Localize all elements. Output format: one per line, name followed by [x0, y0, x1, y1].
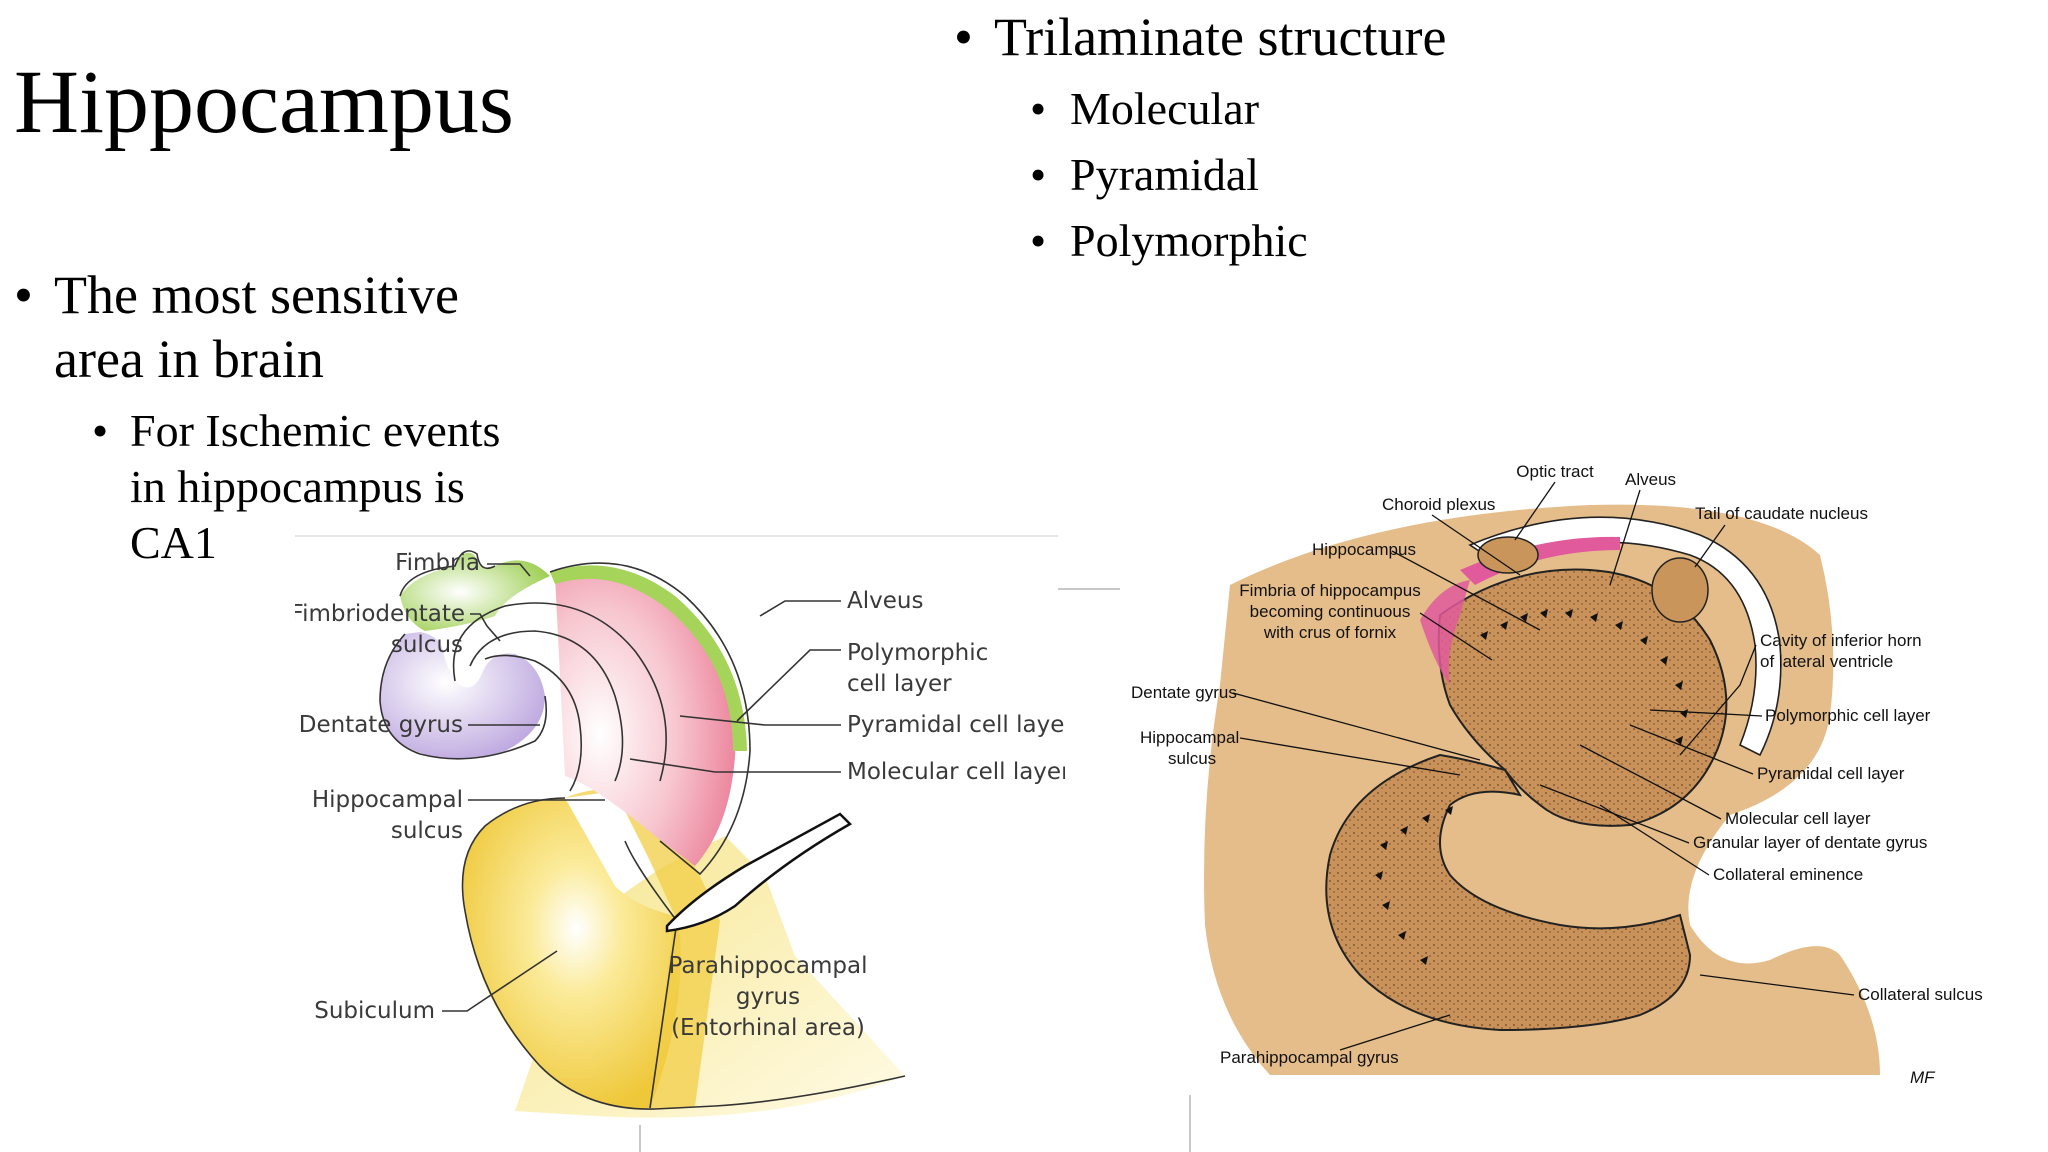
label-tail-caudate: Tail of caudate nucleus — [1695, 504, 1868, 523]
label-cavity-1: Cavity of inferior horn — [1760, 631, 1922, 650]
subiculum-fill — [565, 789, 720, 1110]
fimbria-band — [1420, 580, 1470, 685]
label-hippocampal-sulcus-2: sulcus — [1168, 749, 1216, 768]
subiculum-region — [463, 798, 681, 1109]
label-fimbria-1: Fimbria of hippocampus — [1239, 581, 1420, 600]
sulcus-cleft — [665, 812, 853, 933]
label-granular: Granular layer of dentate gyrus — [1693, 833, 1927, 852]
label-collateral-eminence: Collateral eminence — [1713, 865, 1863, 884]
bullet-glyph: • — [1030, 215, 1047, 266]
label-fimbriodentate-1: Fimbriodentate — [295, 601, 465, 627]
label-choroid-plexus: Choroid plexus — [1382, 495, 1495, 514]
label-alveus: Alveus — [847, 588, 923, 614]
label-parahippocampal-2: gyrus — [736, 984, 800, 1010]
label-fimbria: Fimbria — [395, 550, 480, 576]
bullet-pyramidal: Pyramidal — [1070, 149, 1260, 200]
label-collateral-sulcus: Collateral sulcus — [1858, 985, 1983, 1004]
bullet-sensitive-line2: area in brain — [54, 329, 324, 389]
label-parahippocampal: Parahippocampal gyrus — [1220, 1048, 1399, 1067]
hippocampus-diagram-left: Fimbria Fimbriodentate sulcus Dentate gy… — [295, 550, 1065, 1118]
bullet-glyph: • — [954, 7, 973, 67]
ammon-horn — [555, 572, 736, 866]
bullet-glyph: • — [1030, 83, 1047, 134]
hippocampus-diagram-right: MF Optic tract Alveus Choroid plexus Tai… — [1120, 455, 1990, 1095]
label-pyramidal: Pyramidal cell layer — [847, 712, 1065, 738]
bullet-ischemic-line2: in hippocampus is — [130, 461, 465, 512]
label-hippocampus: Hippocampus — [1312, 540, 1416, 559]
parahippocampal-fold — [1325, 753, 1692, 1032]
label-molecular: Molecular cell layer — [847, 759, 1065, 785]
slide-title: Hippocampus — [14, 53, 514, 152]
bullet-molecular: Molecular — [1070, 83, 1260, 134]
bullet-polymorphic: Polymorphic — [1070, 215, 1308, 266]
bullet-ischemic-line1: For Ischemic events — [130, 405, 501, 456]
label-hippocampal-sulcus-1: Hippocampal — [312, 787, 463, 813]
bullet-ischemic-line3: CA1 — [130, 517, 217, 568]
label-molecular: Molecular cell layer — [1725, 809, 1871, 828]
label-hippocampal-sulcus-1: Hippocampal — [1140, 728, 1239, 747]
label-parahippocampal-3: (Entorhinal area) — [671, 1015, 865, 1041]
label-hippocampal-sulcus-2: sulcus — [391, 818, 463, 844]
label-polymorphic-2: cell layer — [847, 671, 952, 697]
label-subiculum: Subiculum — [314, 998, 435, 1024]
label-dentate-gyrus: Dentate gyrus — [299, 712, 463, 738]
label-polymorphic-1: Polymorphic — [847, 640, 988, 666]
dentate-gyrus-region — [380, 632, 545, 759]
bullet-glyph: • — [92, 405, 109, 456]
label-fimbriodentate-2: sulcus — [391, 632, 463, 658]
label-parahippocampal-1: Parahippocampal — [669, 953, 868, 979]
optic-tract-shape — [1477, 536, 1539, 574]
bullet-glyph: • — [1030, 149, 1047, 200]
label-pyramidal: Pyramidal cell layer — [1757, 764, 1905, 783]
label-optic-tract: Optic tract — [1516, 462, 1594, 481]
signature: MF — [1910, 1068, 1936, 1087]
bullet-sensitive-line1: The most sensitive — [54, 265, 459, 325]
bullet-trilaminate: Trilaminate structure — [994, 7, 1447, 67]
label-polymorphic: Polymorphic cell layer — [1765, 706, 1931, 725]
fimbria-region — [400, 552, 550, 631]
label-alveus: Alveus — [1625, 470, 1676, 489]
bullet-glyph: • — [14, 265, 33, 325]
label-dentate-gyrus: Dentate gyrus — [1131, 683, 1237, 702]
pyramidal-cells — [1375, 609, 1688, 965]
label-fimbria-3: with crus of fornix — [1263, 623, 1397, 642]
label-fimbria-2: becoming continuous — [1250, 602, 1411, 621]
label-cavity-2: of lateral ventricle — [1760, 652, 1893, 671]
caudate-shape — [1651, 557, 1709, 623]
ammon-horn-mass — [1437, 568, 1728, 827]
